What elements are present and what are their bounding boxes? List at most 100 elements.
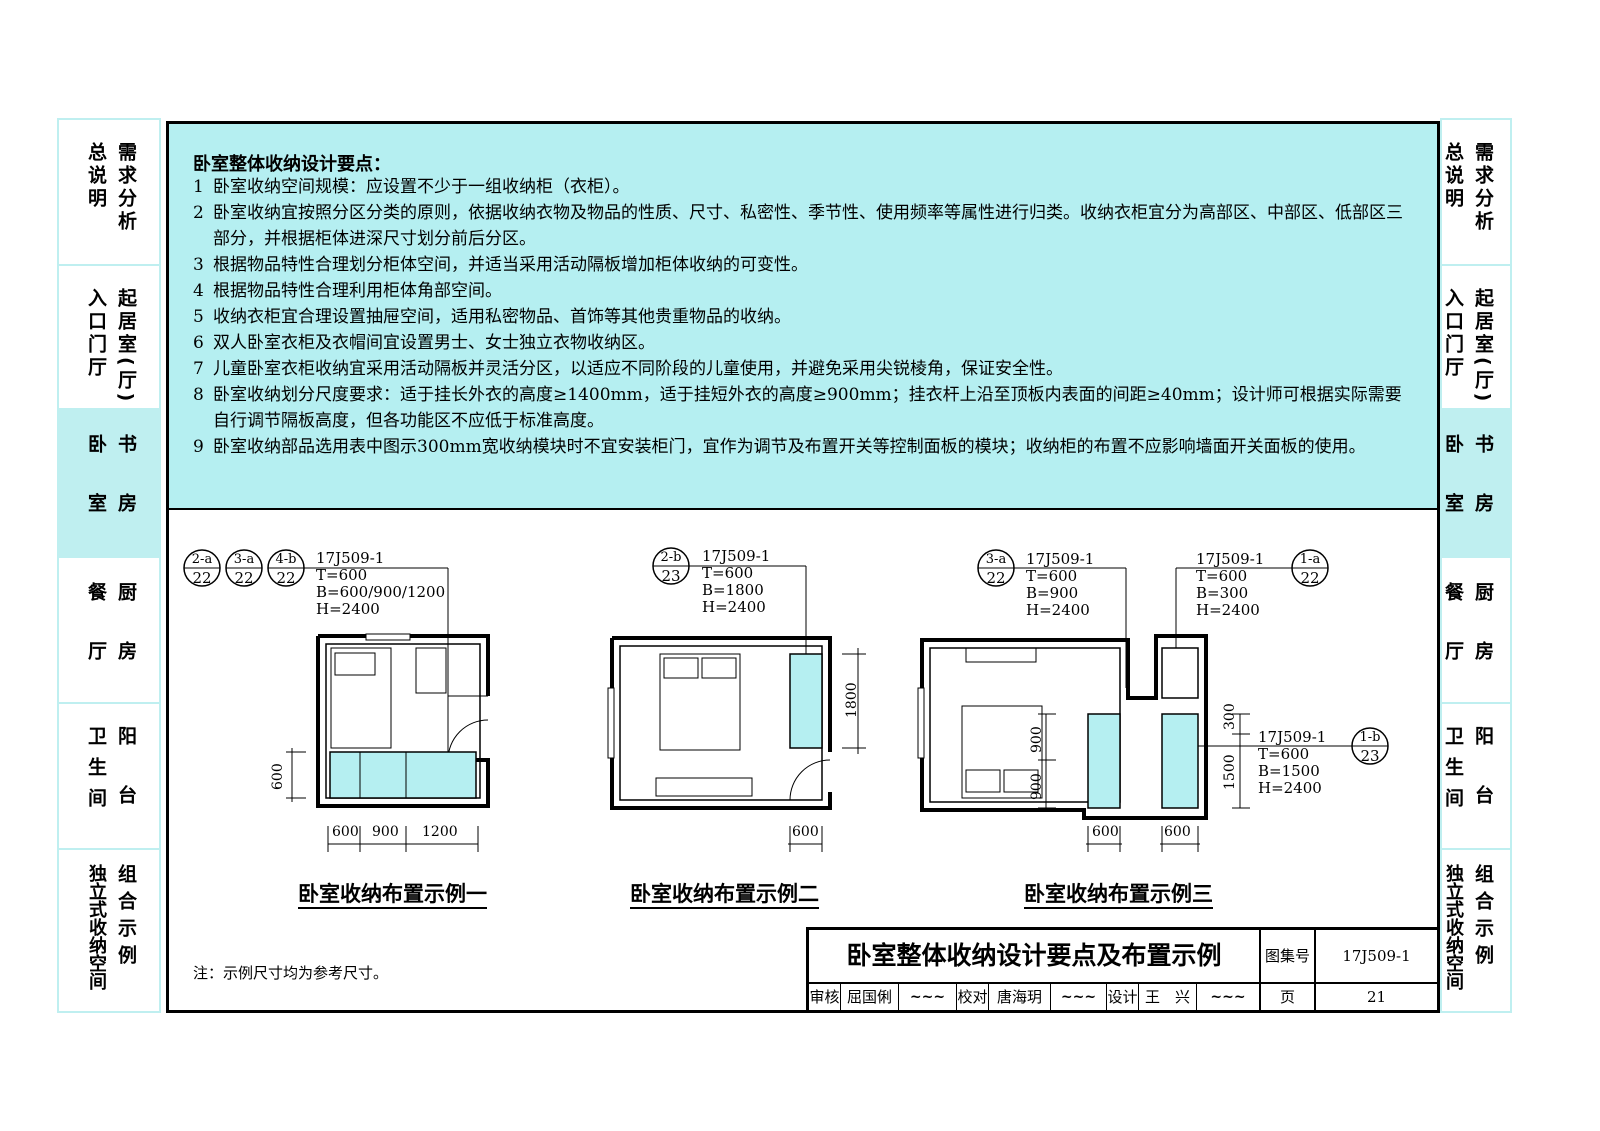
- spec-line: B=1500: [1258, 762, 1320, 780]
- note-text: 卧室收纳宜按照分区分类的原则，依据收纳衣物及物品的性质、尺寸、私密性、季节性、使…: [213, 203, 1403, 249]
- tab-duli[interactable]: 组合示例 独立式收纳空间: [59, 850, 159, 1011]
- ref-bubble: 1-b 23: [1351, 727, 1389, 765]
- design-label: 设计: [1107, 984, 1139, 1010]
- dim-label: 600: [1092, 824, 1119, 840]
- note-text: 卧室收纳划分尺度要求：适于挂长外衣的高度≥1400mm，适于挂短外衣的高度≥90…: [213, 385, 1402, 431]
- ref-top: 1-a: [1300, 552, 1321, 567]
- drawing-title: 卧室整体收纳设计要点及布置示例: [809, 930, 1261, 984]
- ref-bubble: 2-b 23: [652, 547, 690, 585]
- tab-label-a: 厨房: [115, 582, 137, 700]
- ref-top: 3-a: [986, 552, 1007, 567]
- reviewer-name: 屈国俐: [841, 984, 899, 1010]
- ref-bottom: 22: [192, 569, 211, 587]
- storage-cabinet: [329, 751, 477, 799]
- tab-label-b: 独立式收纳空间: [1443, 864, 1464, 990]
- spec-line: B=900: [1026, 584, 1078, 602]
- storage-cabinet: [1161, 647, 1199, 699]
- spec-line: 17J509-1: [316, 549, 384, 567]
- checker-signature: ~~~: [1051, 984, 1107, 1010]
- example-caption: 卧室收纳布置示例二: [630, 882, 819, 906]
- spec-line: H=2400: [1026, 601, 1090, 619]
- tab-woshi[interactable]: 书房 卧室: [59, 410, 159, 558]
- ref-bottom: 23: [661, 567, 680, 585]
- tab-label-b: 餐厅: [1442, 582, 1464, 700]
- notes-title: 卧室整体收纳设计要点：: [193, 154, 391, 175]
- ref-bubble: 3-a 22: [977, 549, 1015, 587]
- atlas-label: 图集号: [1261, 930, 1316, 984]
- tab-label-a: 需求分析: [115, 142, 137, 234]
- note-num: 3: [193, 255, 204, 275]
- tab-label-b: 卧室: [85, 434, 107, 552]
- spec-line: 17J509-1: [1196, 550, 1264, 568]
- note-num: 6: [193, 333, 204, 353]
- dim-label: 900: [1029, 726, 1045, 753]
- drawing-sheet: 卧室整体收纳设计要点： 1 卧室收纳空间规模：应设置不少于一组收纳柜（衣柜）。 2…: [166, 121, 1440, 1013]
- note-text: 收纳衣柜宜合理设置抽屉空间，适用私密物品、首饰等其他贵重物品的收纳。: [213, 307, 791, 327]
- tab-label-a: 阳台: [115, 726, 137, 844]
- tab-zongshuo[interactable]: 需求分析 总说明: [1442, 120, 1510, 266]
- example-caption: 卧室收纳布置示例一: [298, 882, 487, 906]
- spec-line: B=300: [1196, 584, 1248, 602]
- note-text: 卧室收纳空间规模：应设置不少于一组收纳柜（衣柜）。: [213, 177, 630, 197]
- dim-label: 900: [1029, 773, 1045, 800]
- dim-label: 1500: [1222, 754, 1238, 790]
- tab-weisheng[interactable]: 阳台 卫生间: [1442, 704, 1510, 850]
- ref-top: 1-b: [1360, 730, 1381, 745]
- spec-line: T=600: [1258, 745, 1309, 763]
- reviewer-signature: ~~~: [899, 984, 957, 1010]
- spec-line: B=1800: [702, 581, 764, 599]
- note-text: 根据物品特性合理利用柜体角部空间。: [213, 281, 502, 301]
- tab-label-b: 入口门厅: [85, 288, 107, 380]
- tab-label-b: 独立式收纳空间: [86, 864, 107, 990]
- spec-line: T=600: [1026, 567, 1077, 585]
- note-text: 儿童卧室衣柜收纳宜采用活动隔板并灵活分区，以适应不同阶段的儿童使用，并避免采用尖…: [213, 359, 1063, 379]
- tab-duli[interactable]: 组合示例 独立式收纳空间: [1442, 850, 1510, 1011]
- dim-label: 600: [792, 824, 819, 840]
- tab-woshi[interactable]: 书房 卧室: [1442, 410, 1510, 558]
- tab-qiju[interactable]: 起居室(厅) 入口门厅: [1442, 266, 1510, 410]
- ref-bubble: 3-a 22: [225, 549, 263, 587]
- tab-qiju[interactable]: 起居室(厅) 入口门厅: [59, 266, 159, 410]
- tab-label-a: 组合示例: [1472, 864, 1494, 972]
- ref-bottom: 22: [986, 569, 1005, 587]
- spec-line: H=2400: [1258, 779, 1322, 797]
- checker-name: 唐海玥: [989, 984, 1051, 1010]
- tab-canting[interactable]: 厨房 餐厅: [59, 558, 159, 704]
- dim-label: 900: [372, 824, 399, 840]
- spec-line: T=600: [1196, 567, 1247, 585]
- spec-line: H=2400: [316, 600, 380, 618]
- example-caption: 卧室收纳布置示例三: [1024, 882, 1213, 906]
- tab-label-b: 入口门厅: [1442, 288, 1464, 380]
- tab-label-a: 起居室(厅): [115, 288, 137, 406]
- footnote: 注：示例尺寸均为参考尺寸。: [193, 964, 389, 982]
- ref-top: 2-b: [661, 550, 682, 565]
- dim-label: 1800: [844, 682, 860, 718]
- tab-label-b: 餐厅: [85, 582, 107, 700]
- tab-zongshuo[interactable]: 需求分析 总说明: [59, 120, 159, 266]
- tab-weisheng[interactable]: 阳台 卫生间: [59, 704, 159, 850]
- storage-cabinet: [1087, 713, 1121, 809]
- note-num: 1: [193, 177, 204, 197]
- dim-label: 600: [1164, 824, 1191, 840]
- tab-label-b: 卫生间: [85, 726, 107, 819]
- storage-cabinet: [789, 653, 823, 749]
- tab-label-a: 起居室(厅): [1472, 288, 1494, 406]
- note-num: 7: [193, 359, 204, 379]
- ref-bottom: 22: [1300, 569, 1319, 587]
- dim-label: 600: [332, 824, 359, 840]
- title-block: 卧室整体收纳设计要点及布置示例 图集号 17J509-1 审核 屈国俐 ~~~ …: [806, 927, 1437, 1010]
- designer-signature: ~~~: [1197, 984, 1261, 1010]
- tab-label-b: 总说明: [1442, 142, 1464, 211]
- spec-line: T=600: [702, 564, 753, 582]
- spec-line: B=600/900/1200: [316, 583, 445, 601]
- storage-cabinet: [1161, 713, 1199, 809]
- page-number: 21: [1366, 988, 1387, 1006]
- tab-canting[interactable]: 厨房 餐厅: [1442, 558, 1510, 704]
- spec-line: 17J509-1: [702, 547, 770, 565]
- ref-top: 4-b: [276, 552, 297, 567]
- ref-top: 3-a: [234, 552, 255, 567]
- note-text: 卧室收纳部品选用表中图示300mm宽收纳模块时不宜安装柜门，宜作为调节及布置开关…: [213, 437, 1366, 457]
- spec-line: 17J509-1: [1258, 728, 1326, 746]
- ref-bubble: 2-a 22: [183, 549, 221, 587]
